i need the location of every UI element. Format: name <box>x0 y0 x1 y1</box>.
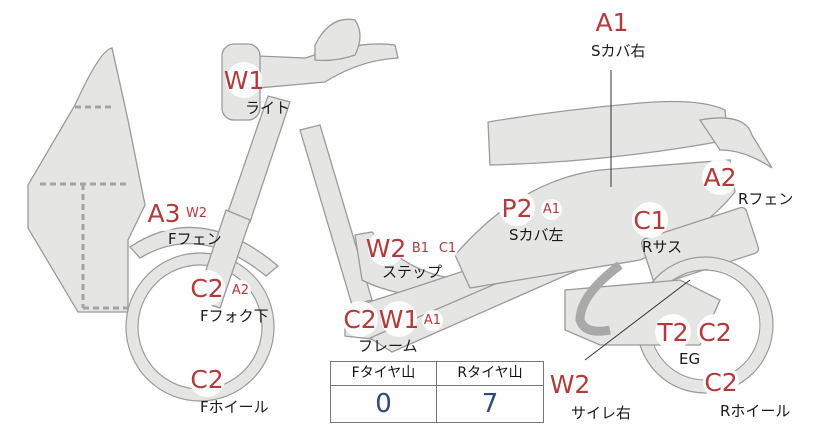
front-tread-value: 0 <box>375 389 392 419</box>
front-tread-header: Fタイヤ山 <box>331 362 436 386</box>
code-badge: A2 <box>702 159 738 195</box>
code-badge: W1 <box>224 62 264 98</box>
label-r-fender: Rフェン <box>738 190 794 208</box>
tire-tread-table: Fタイヤ山 Rタイヤ山 0 7 <box>330 361 544 423</box>
code-badge: A1 <box>541 199 562 220</box>
code-badge: W2 <box>366 230 406 266</box>
code-badge: W2 <box>550 366 590 402</box>
code-badge: C2 <box>189 270 225 306</box>
code-badge: P2 <box>499 190 535 226</box>
label-r-suspension: Rサス <box>642 238 683 256</box>
label-light: ライト <box>245 99 291 117</box>
code-badge: C1 <box>632 202 668 238</box>
code-badge: A1 <box>594 4 630 40</box>
rear-tread-value: 7 <box>481 389 499 419</box>
code-badge: C2 <box>703 364 739 400</box>
front-fender <box>129 226 280 277</box>
exhaust-pipe <box>575 261 623 336</box>
code-badge: A2 <box>230 280 251 301</box>
rear-fender <box>698 117 773 169</box>
seat <box>487 100 729 166</box>
code-badge: C2 <box>697 314 733 350</box>
code-badge: W2 <box>186 203 207 224</box>
label-f-fender: Fフェン <box>168 230 222 248</box>
label-s-cover-left: Sカバ左 <box>509 226 564 244</box>
code-badge: C1 <box>437 238 458 259</box>
mirror <box>314 18 361 62</box>
label-r-wheel: Rホイール <box>720 402 791 420</box>
code-badge: W1 <box>379 301 419 337</box>
label-s-cover-right: Sカバ右 <box>591 42 646 60</box>
label-step: ステップ <box>382 263 443 281</box>
code-badge: C2 <box>189 361 225 397</box>
code-badge: A3 <box>146 195 182 231</box>
code-badge: B1 <box>410 238 431 259</box>
rear-tread-header: Rタイヤ山 <box>437 362 543 386</box>
label-frame: フレーム <box>358 337 418 355</box>
front-leg-shield <box>27 47 146 313</box>
code-badge: C2 <box>342 301 378 337</box>
table-divider <box>436 362 437 422</box>
code-badge: A1 <box>422 310 443 331</box>
label-f-fork-lower: Fフォク下 <box>200 307 269 325</box>
label-engine: EG <box>679 350 701 368</box>
code-badge: T2 <box>655 314 691 350</box>
label-muffler-right: サイレ右 <box>571 404 632 422</box>
label-f-wheel: Fホイール <box>200 398 269 416</box>
